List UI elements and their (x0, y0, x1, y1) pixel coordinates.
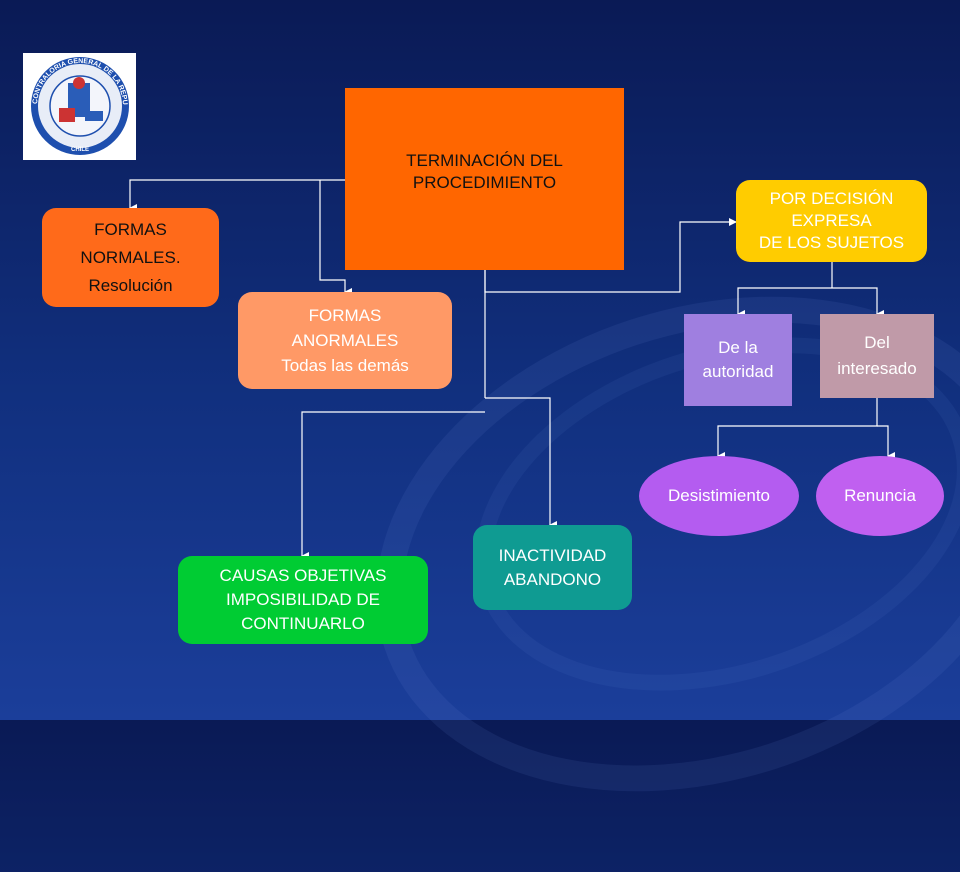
connector-decision-interested (832, 287, 884, 318)
node-desistance-label: Desistimiento (667, 486, 771, 505)
node-normal-forms-label: FORMAS NORMALES. Resolución (80, 219, 181, 295)
connector-interested-desist (717, 398, 878, 460)
connector-root-inactivity (485, 397, 557, 529)
node-normal-forms: FORMAS NORMALES. Resolución (42, 208, 219, 307)
node-interested: Del interesado (820, 314, 934, 398)
node-inactivity: INACTIVIDAD ABANDONO (473, 525, 632, 610)
connector-root-normal (129, 179, 345, 212)
node-express-decision-label: POR DECISIÓN EXPRESA DE LOS SUJETOS (758, 189, 905, 252)
node-abnormal-forms: FORMAS ANORMALES Todas las demás (238, 292, 452, 389)
connector-root-objective (301, 411, 485, 560)
node-desistance: Desistimiento (639, 456, 799, 536)
node-renunciation-label: Renuncia (844, 486, 916, 505)
connector-root-abnormal (319, 180, 352, 296)
node-inactivity-label: INACTIVIDAD ABANDONO (498, 545, 607, 589)
node-abnormal-forms-label: FORMAS ANORMALES Todas las demás (281, 306, 409, 375)
connector-interested-renounce (877, 425, 895, 460)
node-express-decision: POR DECISIÓN EXPRESA DE LOS SUJETOS (736, 180, 927, 262)
node-interested-label: Del interesado (837, 333, 917, 378)
connector-lines (129, 179, 895, 560)
node-authority-label: De la autoridad (702, 338, 774, 381)
node-authority: De la autoridad (684, 314, 792, 406)
node-objective-causes-label: CAUSAS OBJETIVAS IMPOSIBILIDAD DE CONTIN… (219, 566, 387, 633)
connector-decision-authority (737, 287, 832, 318)
seal-bottom-text: CHILE (71, 147, 89, 153)
connector-root-decision (484, 218, 737, 293)
node-renunciation: Renuncia (816, 456, 944, 536)
node-root-label: TERMINACIÓN DEL PROCEDIMIENTO (406, 151, 563, 192)
seal-icon: CONTRALORIA GENERAL DE LA REPUBLICA CHIL… (20, 48, 129, 155)
node-objective-causes: CAUSAS OBJETIVAS IMPOSIBILIDAD DE CONTIN… (178, 556, 428, 644)
institution-seal-logo: CONTRALORIA GENERAL DE LA REPUBLICA CHIL… (20, 48, 136, 160)
node-root: TERMINACIÓN DEL PROCEDIMIENTO (345, 88, 624, 270)
